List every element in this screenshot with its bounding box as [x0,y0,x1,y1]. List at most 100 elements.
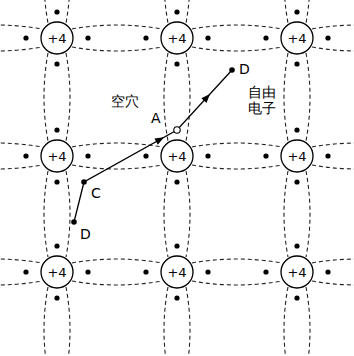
annotation-label: 空穴 [110,93,140,109]
bond-line [164,171,168,257]
electron-dot [23,269,28,274]
bond-line [306,287,310,356]
annotation-label: D [79,226,92,242]
electron-dot [294,243,299,248]
bond-line [0,143,42,147]
atom-core: +4 [160,139,194,173]
atom-circle [41,22,73,54]
bond-line [192,143,282,147]
electron-dot [85,269,90,274]
atom-charge: +4 [167,32,186,45]
atom-core: +4 [40,21,74,55]
bond-line [66,171,70,257]
arrow-head [201,94,210,103]
bond-line [44,171,48,257]
atom-charge: +4 [167,150,186,163]
electron-dot [205,269,210,274]
atom-circle [41,256,73,288]
electron-dot [23,35,28,40]
bond-line [186,53,190,141]
bond-line [284,171,288,257]
bond-line [312,259,354,263]
atom-core: +4 [280,21,314,55]
bond-line [192,165,282,169]
atom-charge: +4 [47,266,66,279]
electron-dot [263,35,268,40]
bond-line [66,53,70,141]
bond-line [284,287,288,356]
electron-dot [85,153,90,158]
electron-dot [325,153,330,158]
bond-line [0,165,42,169]
bond-line [284,53,288,141]
bond-line [312,25,354,29]
annotation-label: C [90,185,102,201]
annotation-label: A [150,110,162,126]
bond-line [72,47,162,51]
atom-charge: +4 [47,32,66,45]
bond-line [0,281,42,285]
bond-line [192,259,282,263]
electron-dot [174,243,179,248]
atom-circle [281,140,313,172]
bond-line [72,259,162,263]
bond-line [0,47,42,51]
bond-line [186,287,190,356]
electron-dot [54,9,59,14]
electron-dot [263,269,268,274]
electron-dot [143,35,148,40]
annotation-label: D [238,61,251,77]
electron-dot [294,127,299,132]
bond-line [312,47,354,51]
electron-dot [294,295,299,300]
atom-charge: +4 [47,150,66,163]
atom-core: +4 [40,255,74,289]
bond-line [312,281,354,285]
electron-dot [54,295,59,300]
electron-dot [325,35,330,40]
bond-line [0,259,42,263]
electron-dot [294,9,299,14]
hole-marker [174,127,180,133]
electron-dot [294,61,299,66]
atom-circle [161,140,193,172]
atom-charge: +4 [287,266,306,279]
atom-circle [41,140,73,172]
electron-dot [174,295,179,300]
atom-circle [281,22,313,54]
electron-dot [174,179,179,184]
electron-dot [23,153,28,158]
electron-dot [143,269,148,274]
bond-line [72,25,162,29]
electron-dot [174,61,179,66]
atom-charge: +4 [287,32,306,45]
atom-charge: +4 [287,150,306,163]
electron-dot [54,179,59,184]
bond-line [192,25,282,29]
electron-dot [205,153,210,158]
bond-line [186,0,190,23]
atom-core: +4 [160,21,194,55]
bond-line [186,171,190,257]
bond-line [0,25,42,29]
electron-dot [174,9,179,14]
bond-line [306,171,310,257]
arrow-head [154,137,164,144]
bond-line [66,287,70,356]
atom-core: +4 [160,255,194,289]
bond-line [164,53,168,141]
electron-dot [54,61,59,66]
electron-dot [263,153,268,158]
atom-core: +4 [40,139,74,173]
bond-line [284,0,288,23]
bond-line [192,47,282,51]
electron-dot [294,179,299,184]
atom-circle [161,256,193,288]
bond-line [192,281,282,285]
bond-line [72,165,162,169]
electron-dot [229,67,235,73]
bond-line [306,53,310,141]
bond-line [44,0,48,23]
